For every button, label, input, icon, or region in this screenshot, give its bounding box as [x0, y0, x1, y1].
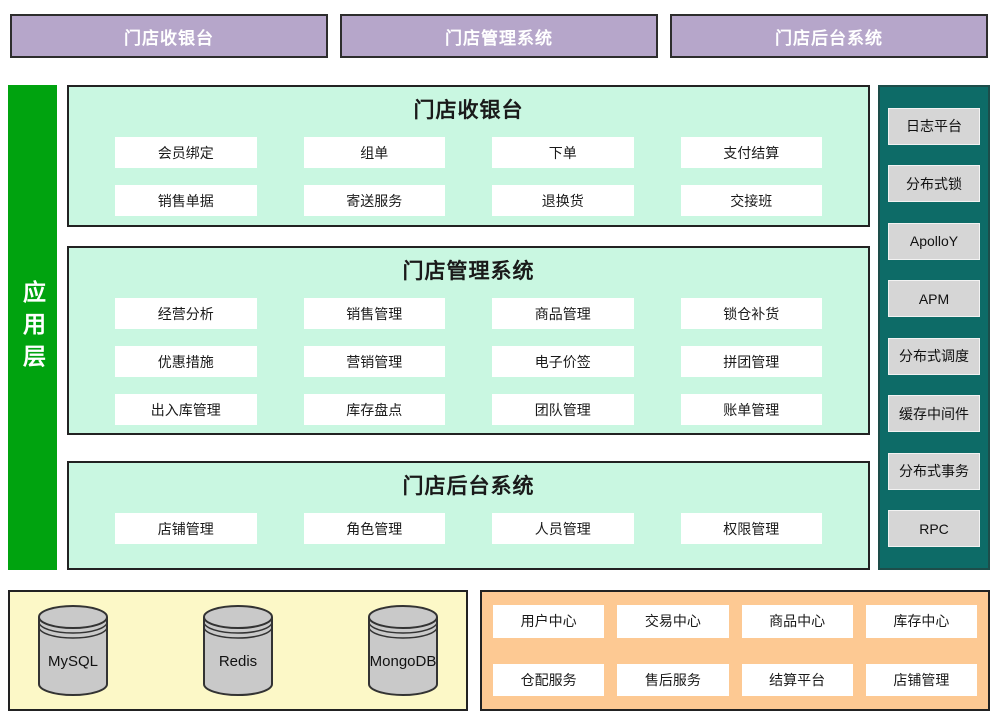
middleware-box: 日志平台: [888, 107, 980, 145]
module-box: 店铺管理: [115, 513, 257, 544]
middleware-box: APM: [888, 280, 980, 318]
module-box: 销售管理: [303, 298, 445, 329]
header-tab: 门店后台系统: [670, 14, 988, 58]
header-tab: 门店管理系统: [340, 14, 658, 58]
panel-store-management: 门店管理系统 经营分析 销售管理 商品管理 锁仓补货优惠措施 营销管理 电子价签 拼团管理出…: [67, 246, 870, 435]
middleware-box: 分布式锁: [888, 165, 980, 203]
data-layer-panel: MySQL Redis MongoDB: [8, 590, 468, 711]
panel-title: 门店收银台: [413, 99, 524, 122]
panel-store-backend: 门店后台系统 店铺管理 角色管理 人员管理 权限管理: [67, 461, 870, 570]
app-layer-label: 应用层: [19, 279, 46, 376]
service-box: 结算平台: [741, 663, 853, 696]
database-cylinder: MySQL: [36, 603, 110, 699]
module-box: 账单管理: [680, 394, 822, 425]
header-tab: 门店收银台: [10, 14, 328, 58]
database-cylinder: MongoDB: [366, 603, 440, 699]
module-box: 支付结算: [680, 137, 822, 168]
service-box: 交易中心: [617, 605, 729, 638]
app-layer-bar: 应用层: [8, 85, 57, 570]
header-tab-row: 门店收银台门店管理系统门店后台系统: [10, 14, 988, 58]
database-cylinder: Redis: [201, 603, 275, 699]
service-box: 店铺管理: [865, 663, 977, 696]
panel-title: 门店后台系统: [402, 475, 535, 498]
module-box: 人员管理: [492, 513, 634, 544]
service-box: 库存中心: [865, 605, 977, 638]
module-box: 下单: [492, 137, 634, 168]
panel-store-cashier: 门店收银台 会员绑定 组单 下单 支付结算销售单据 寄送服务 退换货 交接班: [67, 85, 870, 227]
module-box: 拼团管理: [680, 346, 822, 377]
database-cylinder-icon: [203, 604, 273, 696]
module-box: 出入库管理: [115, 394, 257, 425]
middleware-box: 缓存中间件: [888, 395, 980, 433]
module-box: 优惠措施: [115, 346, 257, 377]
module-box: 团队管理: [492, 394, 634, 425]
module-box: 电子价签: [492, 346, 634, 377]
module-box: 角色管理: [303, 513, 445, 544]
module-box: 权限管理: [680, 513, 822, 544]
service-box: 仓配服务: [493, 663, 605, 696]
module-box: 库存盘点: [303, 394, 445, 425]
middleware-box: 分布式调度: [888, 337, 980, 375]
service-center-panel: 用户中心交易中心商品中心库存中心仓配服务售后服务结算平台店铺管理: [480, 590, 990, 711]
service-box: 售后服务: [617, 663, 729, 696]
module-box: 商品管理: [492, 298, 634, 329]
service-box: 商品中心: [741, 605, 853, 638]
module-box: 寄送服务: [303, 185, 445, 216]
module-box: 锁仓补货: [680, 298, 822, 329]
module-box: 交接班: [680, 185, 822, 216]
middleware-box: 分布式事务: [888, 452, 980, 490]
database-cylinder-icon: [368, 604, 438, 696]
database-label: MySQL: [47, 653, 98, 671]
database-label: Redis: [218, 653, 258, 671]
middleware-column: 日志平台分布式锁 ApolloY APM 分布式调度缓存中间件分布式事务 RPC: [878, 85, 990, 570]
middleware-box: RPC: [888, 510, 980, 548]
module-box: 经营分析: [115, 298, 257, 329]
module-box: 营销管理: [303, 346, 445, 377]
module-box: 会员绑定: [115, 137, 257, 168]
panel-title: 门店管理系统: [402, 260, 535, 283]
middleware-box: ApolloY: [888, 222, 980, 260]
database-cylinder-icon: [38, 604, 108, 696]
module-box: 组单: [303, 137, 445, 168]
panel-items: 会员绑定 组单 下单 支付结算销售单据 寄送服务 退换货 交接班: [69, 124, 868, 216]
module-box: 退换货: [492, 185, 634, 216]
panel-items: 经营分析 销售管理 商品管理 锁仓补货优惠措施 营销管理 电子价签 拼团管理出入库管理 库存盘…: [69, 285, 868, 425]
service-box: 用户中心: [493, 605, 605, 638]
database-label: MongoDB: [369, 653, 437, 671]
module-box: 销售单据: [115, 185, 257, 216]
panel-items: 店铺管理 角色管理 人员管理 权限管理: [69, 500, 868, 544]
